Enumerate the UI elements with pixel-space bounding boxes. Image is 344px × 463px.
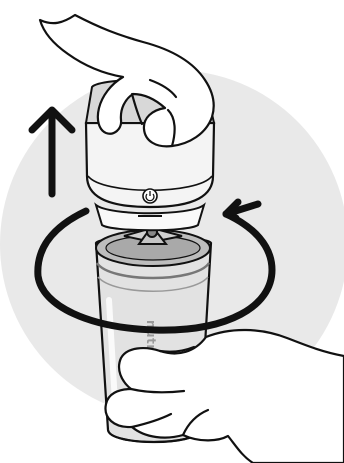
bottom-hand xyxy=(106,330,344,463)
power-icon xyxy=(143,189,157,203)
